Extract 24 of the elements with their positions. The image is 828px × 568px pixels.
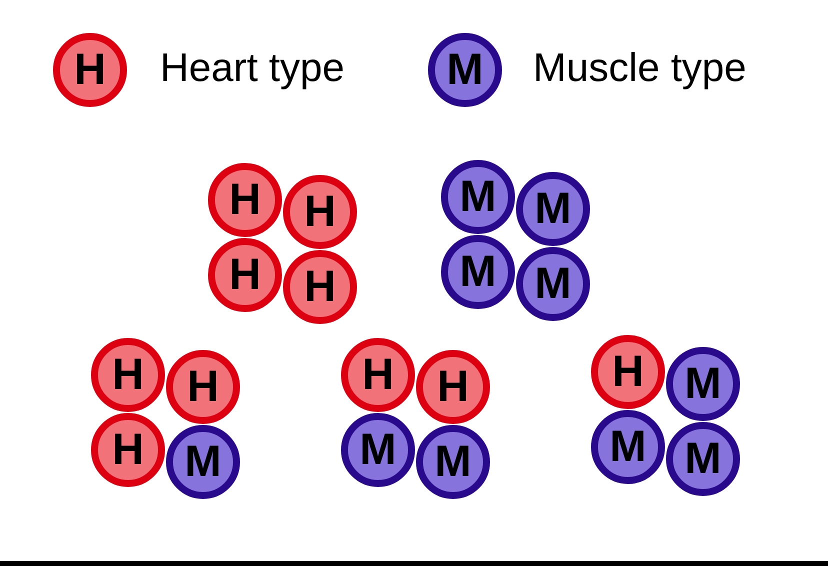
subunit-circle: H (91, 413, 165, 487)
subunit-circle: M (441, 235, 515, 309)
subunit-circle: M (166, 425, 240, 499)
subunit-circle: M (416, 425, 490, 499)
subunit-circle: M (441, 160, 515, 234)
subunit-circle: M (666, 422, 740, 496)
subunit-letter: M (446, 48, 484, 92)
subunit-circle: H (341, 338, 415, 412)
subunit-circle: M (516, 247, 590, 321)
subunit-circle: H (166, 350, 240, 424)
subunit-circle: M (341, 413, 415, 487)
subunit-letter: H (74, 48, 106, 92)
subunit-circle: M (516, 172, 590, 246)
subunit-circle: H (591, 335, 665, 409)
subunit-circle: H (283, 250, 357, 324)
subunit-circle: M (591, 410, 665, 484)
legend-text: Muscle type (533, 46, 746, 91)
legend-text: Heart type (160, 46, 345, 91)
subunit-circle: H (208, 238, 282, 312)
subunit-circle: M (666, 347, 740, 421)
subunit-circle: H (283, 175, 357, 249)
subunit-circle: H (91, 338, 165, 412)
subunit-circle: H (208, 163, 282, 237)
subunit-circle: H (416, 350, 490, 424)
